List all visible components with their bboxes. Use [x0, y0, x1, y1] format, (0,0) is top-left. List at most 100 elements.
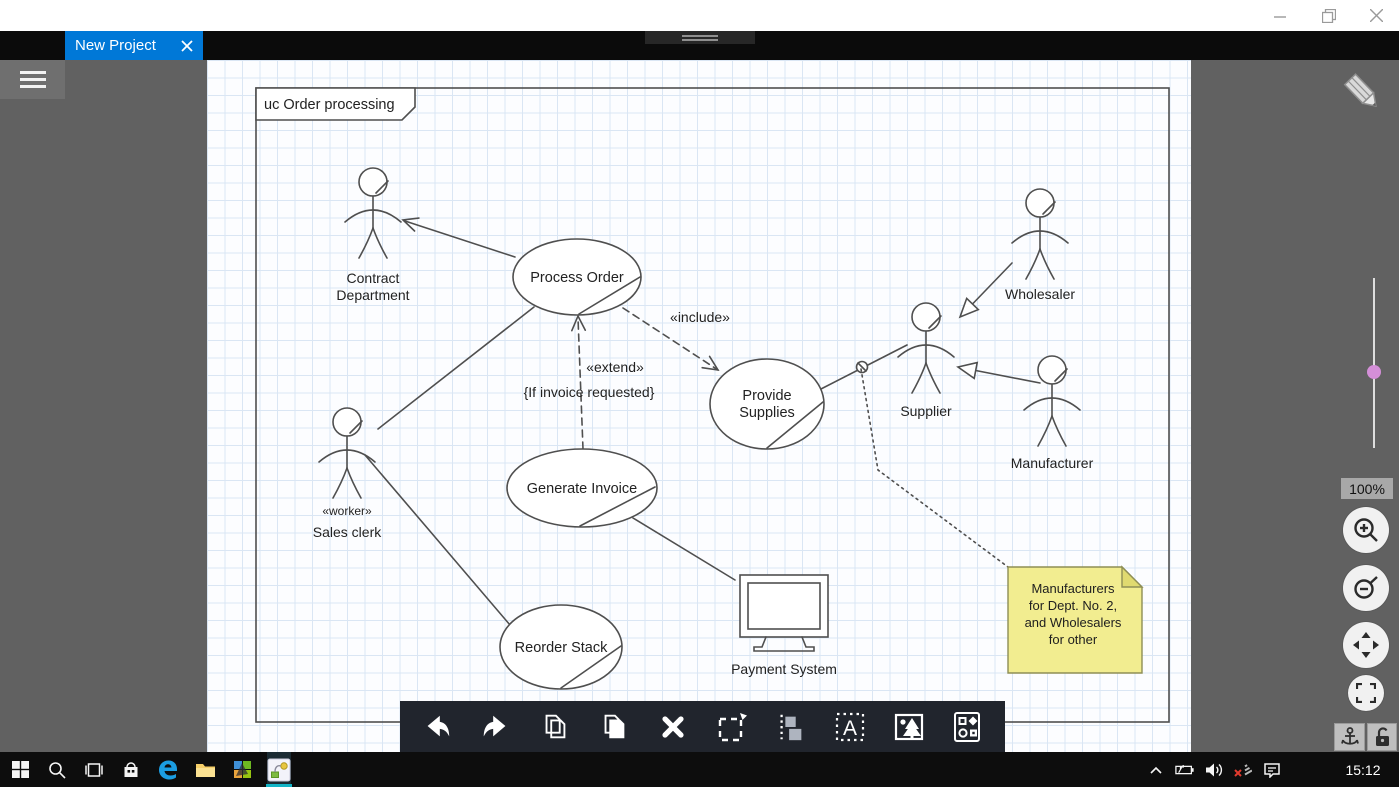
association-providesupplies-supplier[interactable] [818, 344, 908, 391]
generalization-manufacturer-supplier[interactable] [956, 361, 1041, 384]
taskbar-clock[interactable]: 15:12 [1345, 761, 1381, 778]
association-salesclerk-reorderstack[interactable] [364, 454, 511, 626]
action-center-icon[interactable] [1262, 752, 1282, 787]
use-case-process-order[interactable]: Process Order [512, 238, 642, 316]
select-button[interactable] [710, 707, 754, 747]
store-button[interactable] [119, 752, 143, 787]
select-icon [718, 712, 747, 741]
titlebar-reveal-handle[interactable] [645, 31, 755, 44]
actor-sales-clerk[interactable]: «worker» Sales clerk [313, 407, 382, 540]
network-error-icon[interactable] [1233, 752, 1253, 787]
association-salesclerk-processorder[interactable] [377, 306, 535, 430]
actor-label: Supplier [900, 403, 952, 419]
arrange-button[interactable] [769, 707, 813, 747]
handle-line [682, 38, 718, 41]
zoom-out-button[interactable] [1343, 565, 1389, 611]
uml-use-case-diagram: uc Order processing [255, 87, 1170, 723]
association-generateinvoice-paymentsystem[interactable] [632, 517, 736, 581]
zoom-slider-track [1373, 278, 1375, 448]
node-payment-system[interactable]: Payment System [731, 574, 837, 677]
shapes-gallery-button[interactable] [945, 707, 989, 747]
actor-wholesaler[interactable]: Wholesaler [1005, 188, 1075, 302]
frame-label: uc Order processing [264, 97, 395, 113]
use-case-reorder-stack[interactable]: Reorder Stack [499, 604, 623, 690]
image-insert-button[interactable] [887, 707, 931, 747]
zoom-in-icon [1354, 518, 1378, 542]
taskbar: 15:12 [0, 752, 1399, 787]
edge-button[interactable] [156, 752, 180, 787]
network-glyph [1234, 763, 1252, 777]
fit-screen-button[interactable] [1348, 675, 1384, 711]
text-insert-button[interactable]: A [828, 707, 872, 747]
actor-label: Manufacturer [1011, 455, 1094, 471]
node-label: Payment System [731, 661, 837, 677]
note-line4: for other [1049, 632, 1098, 647]
use-case-generate-invoice[interactable]: Generate Invoice [506, 448, 658, 528]
note-line2: for Dept. No. 2, [1029, 598, 1117, 613]
anchor-button[interactable] [1334, 723, 1365, 751]
extend-dependency[interactable]: «extend» {If invoice requested} [524, 314, 655, 450]
colorful-app-icon [233, 761, 251, 778]
pan-button[interactable] [1343, 622, 1389, 668]
zoom-out-icon [1354, 576, 1378, 599]
use-case-label: Process Order [530, 270, 624, 286]
chevron-up-icon[interactable] [1146, 752, 1166, 787]
use-case-provide-supplies[interactable]: Provide Supplies [709, 358, 825, 450]
use-case-label: Reorder Stack [515, 640, 608, 656]
drawing-canvas[interactable]: uc Order processing [207, 60, 1191, 752]
search-button[interactable] [45, 752, 69, 787]
task-view-button[interactable] [82, 752, 106, 787]
actor-manufacturer[interactable]: Manufacturer [1011, 355, 1094, 471]
menu-button[interactable] [0, 60, 65, 99]
file-explorer-button[interactable] [193, 752, 217, 787]
use-case-label-line1: Provide [742, 388, 791, 404]
tab-new-project[interactable]: New Project [65, 31, 203, 60]
minimize-icon[interactable] [1257, 0, 1303, 31]
copy-icon [545, 714, 566, 738]
actor-label-line1: Contract [347, 270, 400, 286]
fit-screen-icon [1356, 683, 1376, 703]
right-panel: 100% [1191, 60, 1399, 752]
extend-condition: {If invoice requested} [524, 384, 655, 400]
edge-icon [159, 760, 177, 779]
note-manufacturers[interactable]: Manufacturers for Dept. No. 2, and Whole… [1007, 565, 1144, 674]
note-line3: and Wholesalers [1025, 615, 1122, 630]
zoom-slider-thumb[interactable] [1367, 365, 1381, 379]
actor-contract-department[interactable]: Contract Department [336, 167, 410, 303]
extend-label: «extend» [586, 359, 644, 375]
include-label: «include» [670, 309, 730, 325]
zoom-in-button[interactable] [1343, 507, 1389, 553]
colorful-app-button[interactable] [230, 752, 254, 787]
use-case-label: Generate Invoice [527, 481, 637, 497]
zoom-level-badge: 100% [1341, 478, 1393, 499]
search-icon [49, 761, 66, 779]
zoom-slider[interactable] [1367, 278, 1381, 448]
diagram-app-button-active[interactable] [266, 752, 292, 787]
note-connector[interactable] [860, 368, 1009, 568]
pencil-icon[interactable] [1339, 68, 1387, 116]
actor-label-line2: Department [336, 287, 409, 303]
include-dependency[interactable]: «include» [622, 307, 730, 372]
unlock-icon [1376, 727, 1389, 746]
actor-supplier[interactable]: Supplier [897, 302, 955, 419]
close-icon[interactable] [1353, 0, 1399, 31]
diagram-frame[interactable]: uc Order processing [255, 87, 1170, 723]
generalization-wholesaler-supplier[interactable] [958, 262, 1013, 319]
anchor-icon [1340, 727, 1359, 745]
unlock-button[interactable] [1367, 723, 1397, 751]
tab-close-icon[interactable] [181, 39, 193, 52]
paste-button[interactable] [592, 707, 636, 747]
delete-button[interactable] [651, 707, 695, 747]
left-panel [0, 60, 207, 752]
battery-icon[interactable] [1175, 752, 1195, 787]
start-button[interactable] [8, 752, 32, 787]
copy-button[interactable] [533, 707, 577, 747]
tab-title: New Project [75, 37, 156, 54]
undo-button[interactable] [415, 707, 459, 747]
battery-glyph [1175, 764, 1194, 774]
association-processorder-contractdept[interactable] [401, 217, 516, 258]
redo-button[interactable] [474, 707, 518, 747]
restore-icon[interactable] [1306, 0, 1352, 31]
redo-icon [484, 715, 506, 736]
volume-icon[interactable] [1204, 752, 1224, 787]
